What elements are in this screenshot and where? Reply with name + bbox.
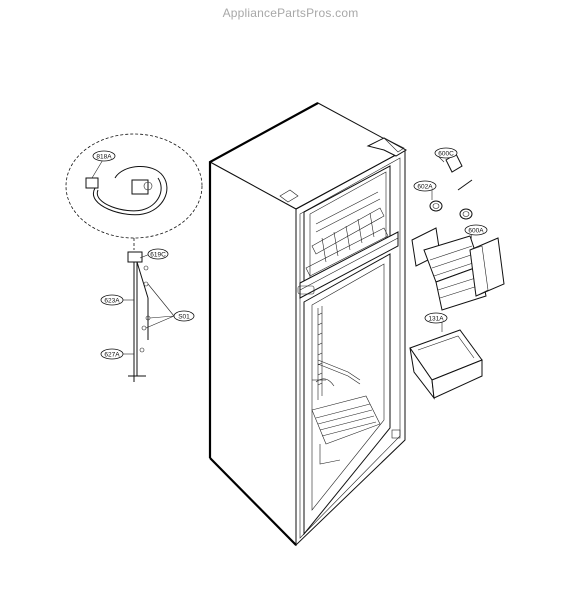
callout-600A: 600A	[464, 224, 488, 236]
callout-600C: 600C	[434, 147, 458, 159]
callout-818A: 818A	[92, 150, 116, 162]
shelf-rail-ticks	[317, 312, 323, 386]
callout-label: 602A	[417, 183, 433, 190]
callout-602A: 602A	[413, 180, 437, 192]
callout-131A: 131A	[424, 312, 448, 324]
leader-lines	[91, 155, 473, 355]
top-hinge	[366, 137, 408, 157]
callout-label: 600A	[468, 227, 484, 234]
callout-623A: 623A	[100, 294, 124, 306]
callout-label: 600C	[438, 150, 454, 157]
callout-label: S01	[178, 313, 190, 320]
freezer-wire-shelf	[305, 191, 389, 277]
callout-label: 619C	[150, 251, 166, 258]
callout-619C: 619C	[147, 248, 169, 260]
callout-S01: S01	[173, 310, 195, 322]
water-valve-detail	[65, 133, 203, 250]
callout-label: 623A	[104, 297, 120, 304]
crisper-ribs	[315, 403, 377, 437]
callout-label: 627A	[104, 351, 120, 358]
watermark: AppliancePartsPros.com	[222, 6, 359, 20]
callout-label: 818A	[96, 153, 112, 160]
water-line-assembly	[127, 251, 151, 382]
callout-label: 131A	[428, 315, 444, 322]
callout-627A: 627A	[100, 348, 124, 360]
refrigerator-cabinet	[208, 102, 408, 547]
ice-maker-assembly	[409, 153, 505, 400]
